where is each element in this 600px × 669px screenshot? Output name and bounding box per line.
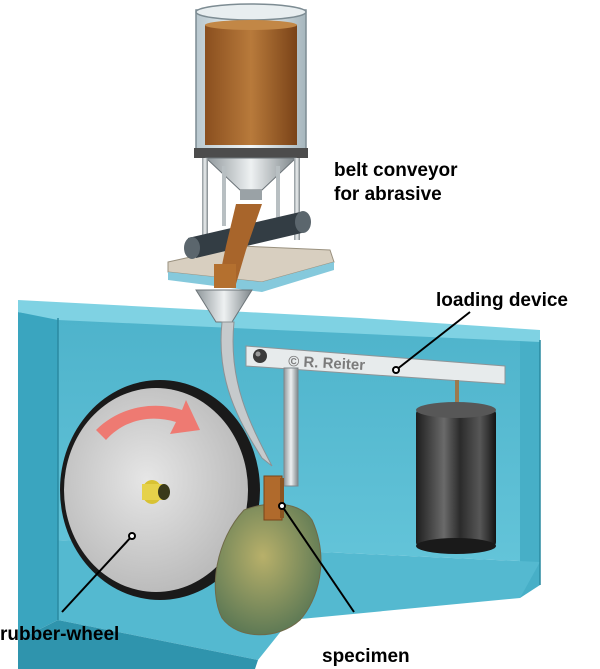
specimen-label: specimen — [322, 646, 410, 667]
specimen-leader — [281, 505, 355, 613]
housing-front-lip — [18, 620, 258, 669]
rubber-wheel-label: rubber-wheel — [0, 624, 119, 645]
loading-device-label: loading device — [436, 290, 568, 311]
loading-device: © R. Reiter — [245, 345, 506, 554]
abrasive-feed-tube — [195, 289, 273, 467]
collection-bag — [214, 503, 322, 636]
lever-arm — [245, 345, 506, 385]
housing-left-wall — [18, 312, 58, 640]
rubber-wheel-leader — [61, 535, 133, 613]
loading-device-leader — [395, 311, 471, 371]
rotation-arrow — [96, 400, 200, 440]
belt-conveyor — [167, 204, 335, 292]
leader-lines — [61, 311, 471, 613]
rubber-wheel — [60, 380, 260, 600]
copyright-text: © R. Reiter — [288, 353, 366, 374]
abrasive-fill — [205, 25, 297, 145]
specimen-block — [263, 475, 283, 521]
hopper-funnel — [204, 157, 298, 191]
housing-right-wall — [520, 338, 540, 598]
belt-conveyor-label-line2: for abrasive — [334, 184, 442, 205]
specimen-assembly — [214, 475, 322, 636]
load-post — [283, 367, 299, 487]
abrasive-hopper — [194, 3, 308, 240]
belt-conveyor-label-line1: belt conveyor — [334, 160, 458, 181]
housing-top-rim — [18, 300, 540, 342]
dead-weight — [416, 402, 496, 554]
lever-pivot — [253, 349, 267, 363]
wheel-axle — [142, 480, 170, 504]
